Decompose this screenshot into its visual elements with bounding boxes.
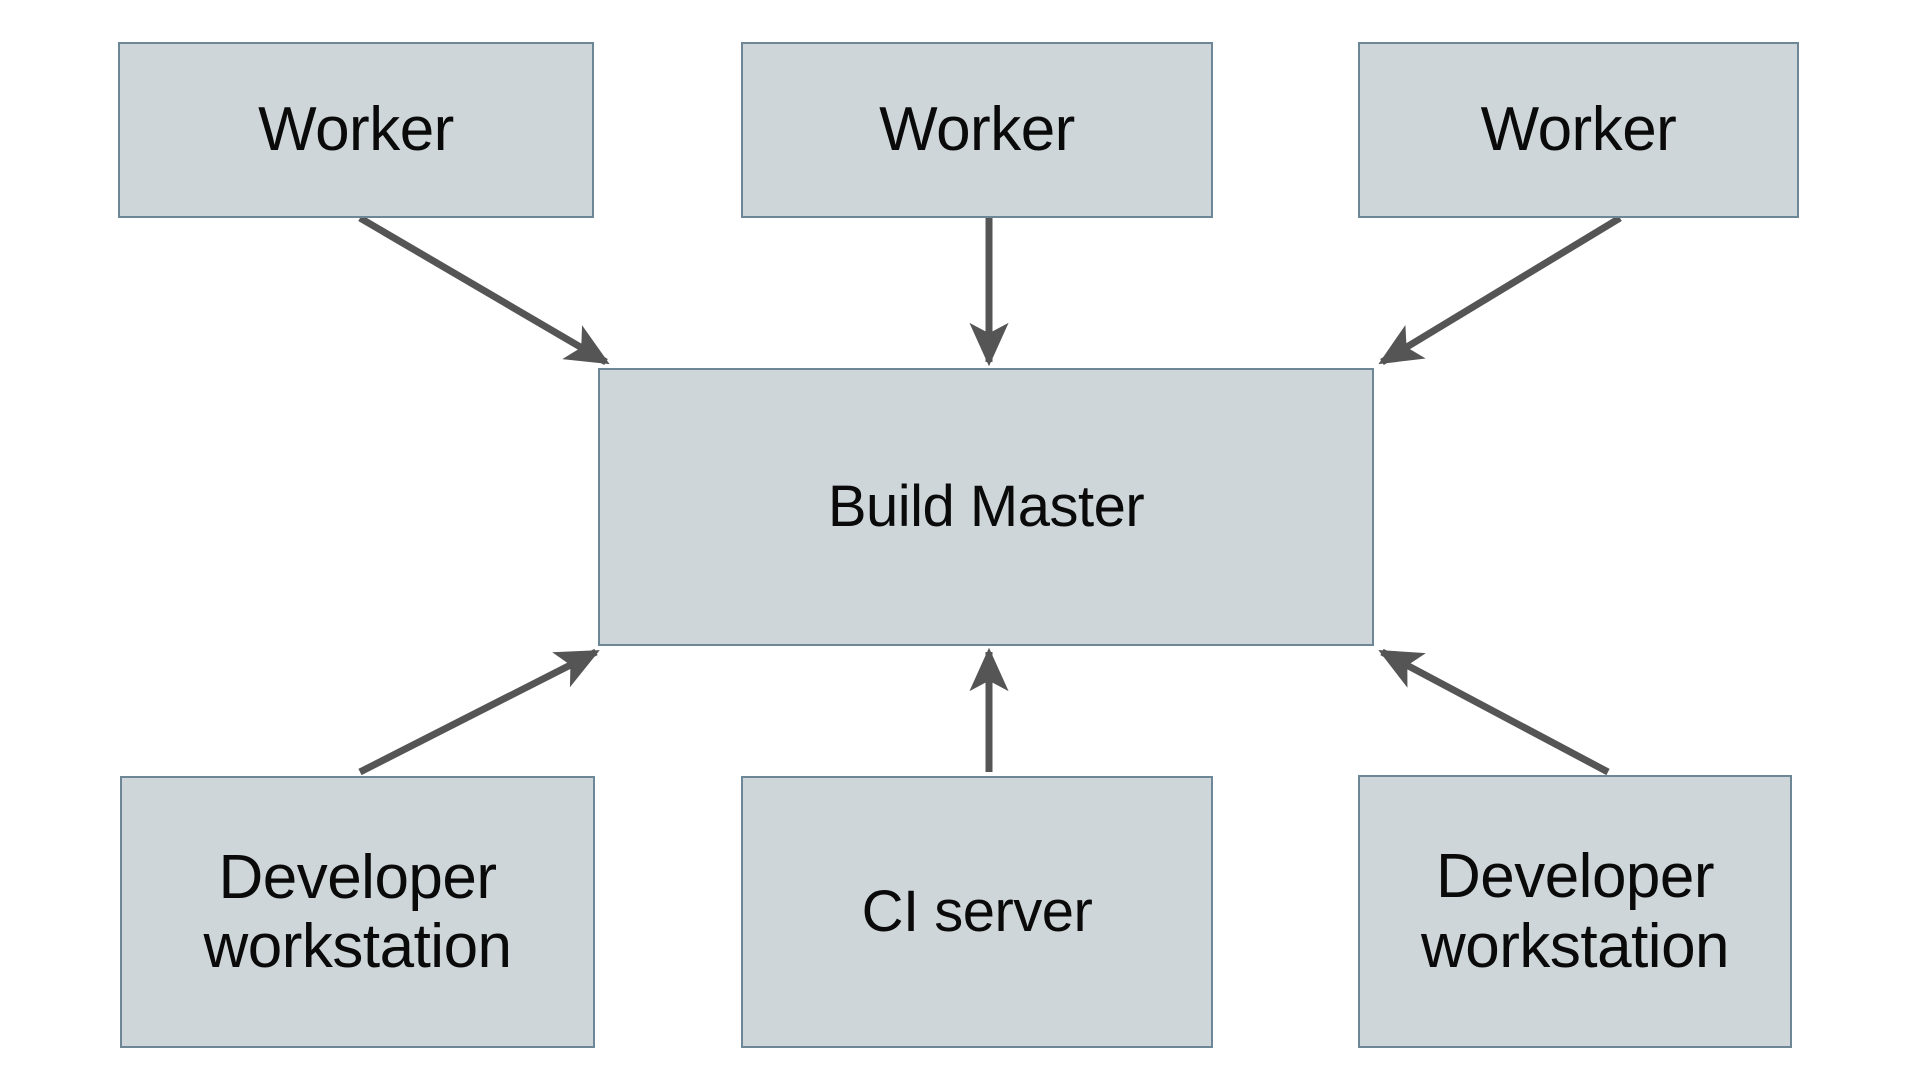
node-label-developer-workstation-right: Developer workstation: [1420, 842, 1730, 981]
node-developer-workstation-left[interactable]: Developer workstation: [120, 776, 595, 1048]
edge-worker-left-to-master: [358, 214, 610, 366]
node-worker-left[interactable]: Worker: [118, 42, 594, 218]
edge-worker-right-to-master: [1378, 215, 1622, 365]
edge-dev-left-to-master: [358, 648, 600, 776]
node-ci-server[interactable]: CI server: [741, 776, 1213, 1048]
node-label-ci-server: CI server: [861, 878, 1093, 944]
node-worker-center[interactable]: Worker: [741, 42, 1213, 218]
edge-group: [358, 214, 1622, 776]
node-label-worker-left: Worker: [258, 95, 454, 165]
node-worker-right[interactable]: Worker: [1358, 42, 1799, 218]
node-label-build-master: Build Master: [827, 473, 1145, 539]
node-build-master[interactable]: Build Master: [598, 368, 1374, 646]
node-label-developer-workstation-left: Developer workstation: [203, 842, 512, 981]
node-label-worker-right: Worker: [1480, 95, 1677, 165]
edge-dev-right-to-master: [1378, 648, 1610, 776]
node-developer-workstation-right[interactable]: Developer workstation: [1358, 775, 1792, 1048]
node-label-worker-center: Worker: [879, 95, 1075, 165]
